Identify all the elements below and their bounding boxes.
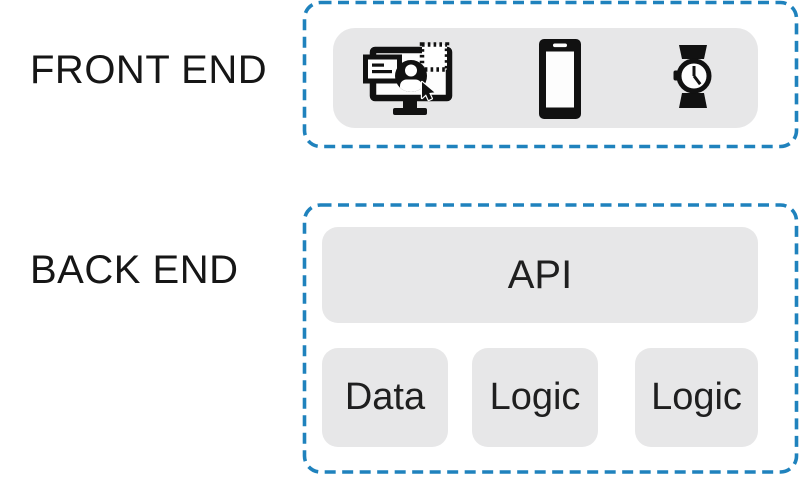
back-end-label: BACK END — [30, 247, 239, 292]
data-service-box: Data — [322, 348, 448, 447]
logic-service-box-2: Logic — [635, 348, 758, 447]
front-end-label: FRONT END — [30, 47, 268, 92]
api-box-label: API — [507, 252, 573, 297]
back-end-zone: API Data Logic Logic — [302, 203, 800, 477]
smartphone-icon — [539, 39, 581, 119]
logic-service-box-1: Logic — [472, 348, 598, 447]
front-end-zone — [302, 0, 800, 152]
smartwatch-icon — [673, 45, 712, 108]
data-service-label: Data — [344, 376, 426, 418]
logic-service-label-2: Logic — [651, 376, 742, 418]
api-box: API — [322, 227, 758, 323]
front-end-device-panel — [333, 28, 758, 128]
desktop-ui-design-icon — [363, 42, 453, 115]
logic-service-label-1: Logic — [489, 376, 581, 418]
